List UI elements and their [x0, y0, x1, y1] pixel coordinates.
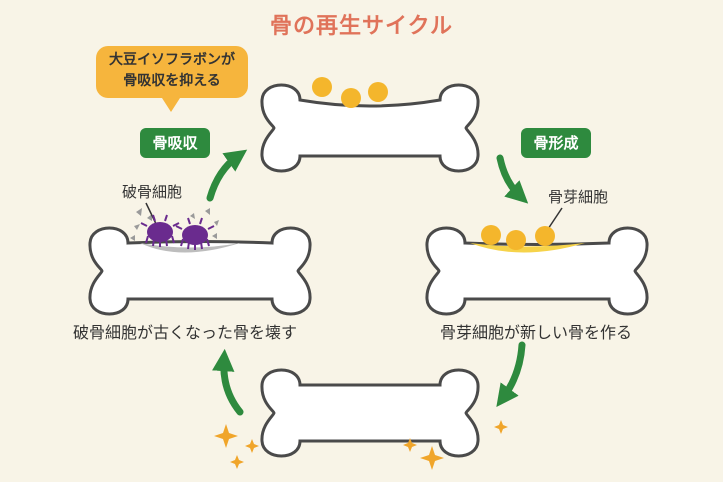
caption-resorption: 破骨細胞が古くなった骨を壊す — [73, 319, 297, 343]
callout-line-1: 大豆イソフラボンが — [96, 50, 248, 71]
osteoblast-icon — [481, 208, 562, 250]
callout-tail — [162, 98, 180, 112]
label-osteoclast: 破骨細胞 — [122, 181, 182, 202]
tag-bone-resorption: 骨吸収 — [140, 128, 210, 158]
caption-formation: 骨芽細胞が新しい骨を作る — [440, 319, 632, 343]
label-osteoblast: 骨芽細胞 — [548, 186, 608, 207]
isoflavone-callout: 大豆イソフラボンが 骨吸収を抑える — [96, 46, 248, 98]
callout-line-2: 骨吸収を抑える — [96, 71, 248, 92]
tag-bone-formation: 骨形成 — [521, 128, 591, 158]
bone-bottom — [262, 370, 478, 456]
